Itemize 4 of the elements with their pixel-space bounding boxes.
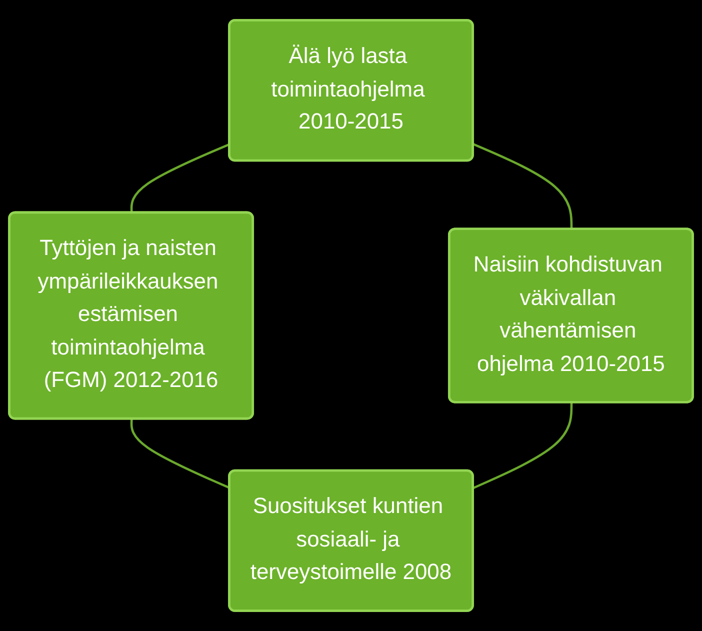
- connector: [472, 402, 573, 490]
- connector: [130, 143, 230, 214]
- connector: [130, 419, 230, 490]
- connector: [472, 143, 573, 230]
